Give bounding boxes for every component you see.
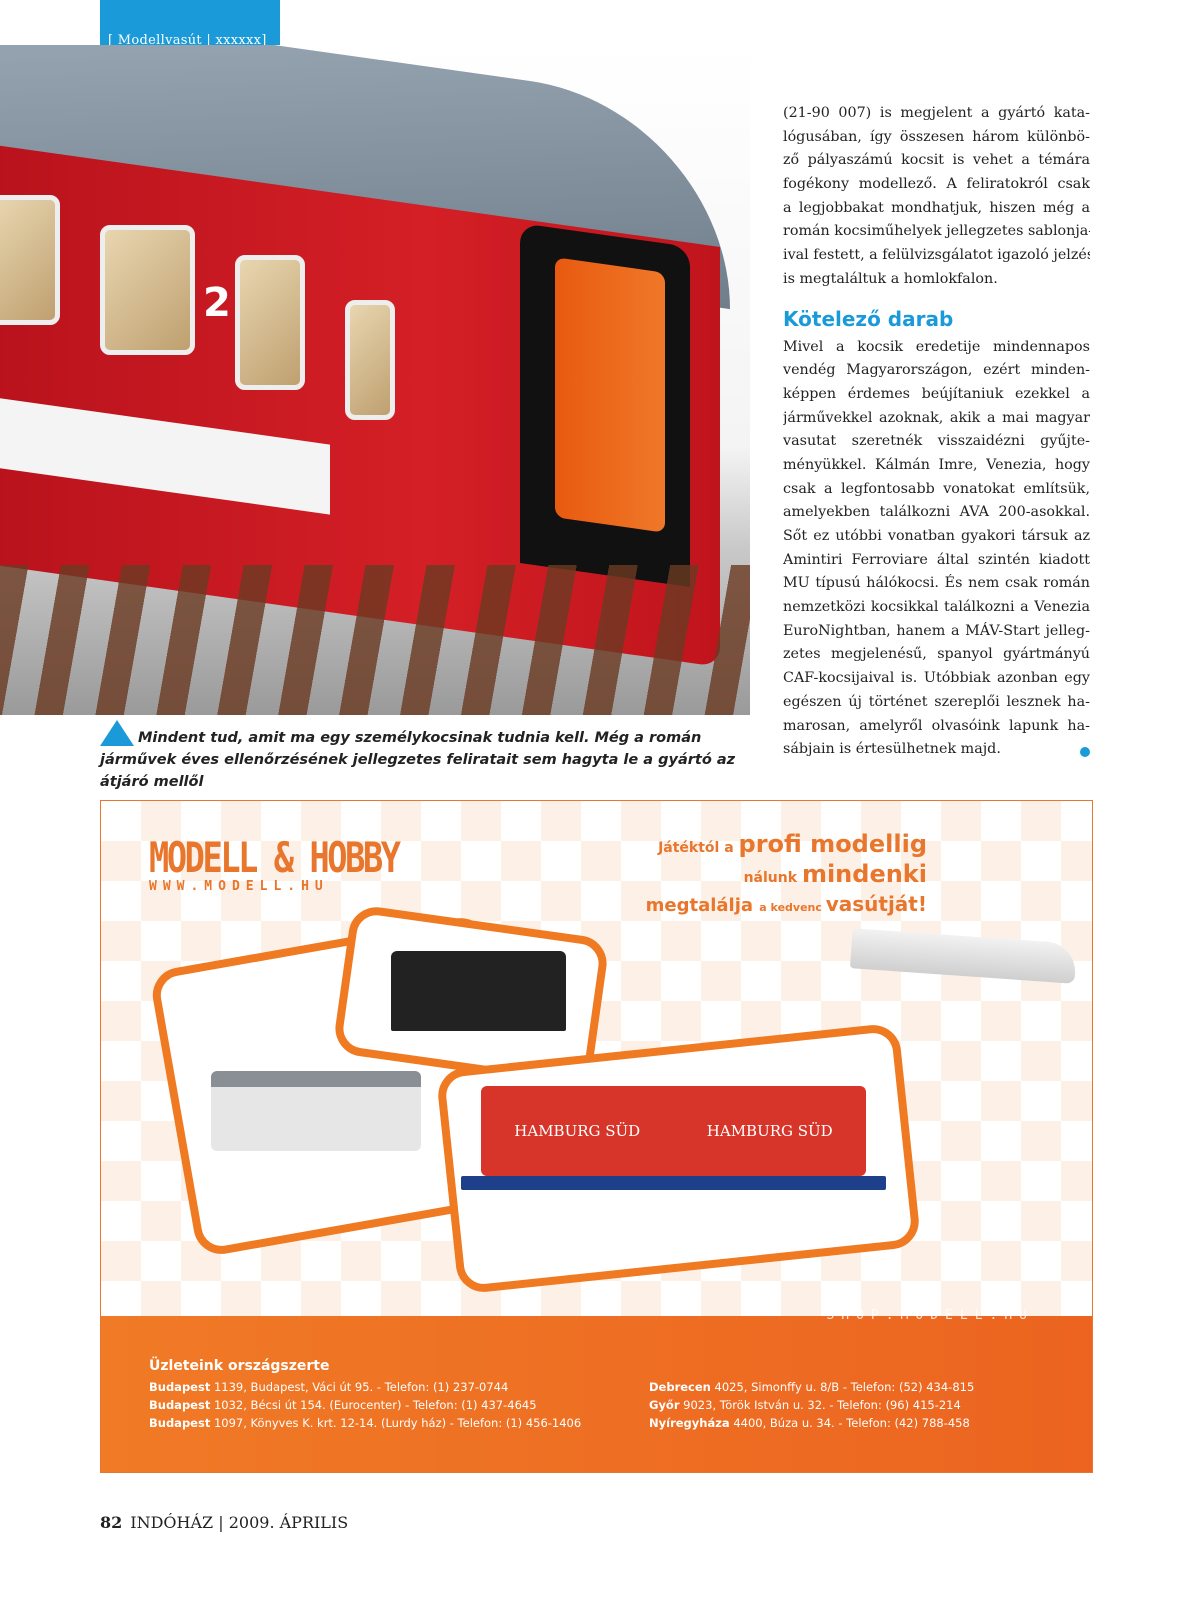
- door-window: [345, 300, 395, 420]
- track: [0, 565, 750, 715]
- store-address: 1139, Budapest, Váci út 95. - Telefon: (…: [210, 1380, 509, 1394]
- slogan-part: Játéktól a: [658, 840, 739, 856]
- store-address: 4400, Búza u. 34. - Telefon: (42) 788-45…: [729, 1416, 970, 1430]
- text-line: ményükkel. Kálmán Imre, Venezia, hogy: [783, 456, 1090, 473]
- store-entry: Budapest 1139, Budapest, Váci út 95. - T…: [149, 1378, 581, 1396]
- shop-url[interactable]: SHOP.MODELL.HU: [826, 1308, 1034, 1323]
- end-mark-icon: [1080, 746, 1090, 757]
- steam-locomotive-image: [391, 951, 566, 1031]
- store-entry: Debrecen 4025, Simonffy u. 8/B - Telefon…: [649, 1378, 974, 1396]
- store-entry: Nyíregyháza 4400, Búza u. 34. - Telefon:…: [649, 1414, 974, 1432]
- slogan-part: mindenki: [801, 860, 927, 888]
- text-line: csak a legfontosabb vonatokat említsük,: [783, 480, 1090, 497]
- article-column: (21-90 007) is megjelent a gyártó kata-l…: [783, 102, 1090, 762]
- triangle-icon: [100, 720, 134, 746]
- gangway-door: [555, 257, 665, 533]
- text-line: ző pályaszámú kocsit is vehet a témára: [783, 152, 1090, 169]
- text-line: képpen érdemes beújítaniuk ezekkel a: [783, 385, 1090, 402]
- slogan-part: a kedvenc: [759, 901, 826, 914]
- text-line: Mivel a kocsik eredetije mindennapos: [783, 338, 1090, 355]
- text-line: MU típusú hálókocsi. És nem csak román: [783, 575, 1090, 592]
- text-line: sábjain is értesülhetnek majd.: [783, 741, 1001, 758]
- store-address: 1032, Bécsi út 154. (Eurocenter) - Telef…: [210, 1398, 537, 1412]
- paragraph-1: (21-90 007) is megjelent a gyártó kata-l…: [783, 102, 1090, 292]
- text-line: (21-90 007) is megjelent a gyártó kata-: [783, 105, 1090, 121]
- text-line: Sőt ez utóbbi vonatban gyakori társuk az: [783, 528, 1090, 544]
- container-label: HAMBURG SÜD: [706, 1122, 833, 1140]
- text-line: román kocsiműhelyek jellegzetes sablonja…: [783, 223, 1090, 240]
- stores-list-right: Debrecen 4025, Simonffy u. 8/B - Telefon…: [649, 1378, 974, 1432]
- store-city: Budapest: [149, 1416, 211, 1430]
- text-line: is megtaláltuk a homlokfalon.: [783, 270, 998, 287]
- issue-date: | 2009. ÁPRILIS: [218, 1513, 349, 1532]
- store-city: Budapest: [149, 1380, 211, 1394]
- text-line: lógusában, így összesen három különbö-: [783, 128, 1090, 145]
- container-wagon-image: HAMBURG SÜD HAMBURG SÜD: [481, 1086, 866, 1176]
- magazine-name: INDÓHÁZ: [130, 1513, 214, 1532]
- store-entry: Budapest 1097, Könyves K. krt. 12-14. (L…: [149, 1414, 581, 1432]
- paragraph-2: Mivel a kocsik eredetije mindennapos vend…: [783, 336, 1090, 762]
- container-label: HAMBURG SÜD: [514, 1122, 641, 1140]
- text-line: járművekkel azoknak, akik a mai magyar: [783, 409, 1090, 426]
- store-address: 4025, Simonffy u. 8/B - Telefon: (52) 43…: [710, 1380, 975, 1394]
- text-line: vasutat szeretnék visszaidézni gyűjte-: [783, 433, 1090, 450]
- page-footer: 82 INDÓHÁZ | 2009. ÁPRILIS: [100, 1513, 348, 1532]
- refrigerator-wagon-image: [211, 1071, 421, 1151]
- ad-logo: MODELL & HOBBY: [149, 833, 401, 882]
- wagon-underframe: [461, 1176, 886, 1190]
- text-line: nemzetközi kocsikkal találkozni a Venezi…: [783, 599, 1090, 616]
- text-line: CAF-kocsijaival is. Utóbbiak azonban egy: [783, 670, 1090, 687]
- window: [100, 225, 195, 355]
- store-city: Debrecen: [649, 1380, 711, 1394]
- text-line: EuroNightban, hanem a MÁV-Start jelleg-: [783, 622, 1090, 639]
- store-address: 9023, Török István u. 32. - Telefon: (96…: [679, 1398, 961, 1412]
- stores-title: Üzleteink országszerte: [149, 1358, 330, 1374]
- window: [0, 195, 60, 325]
- window: [235, 255, 305, 390]
- store-entry: Budapest 1032, Bécsi út 154. (Eurocenter…: [149, 1396, 581, 1414]
- slogan-part: megtalálja: [645, 895, 760, 916]
- store-city: Nyíregyháza: [649, 1416, 730, 1430]
- text-line: Amintiri Ferroviare által szintén kiadot…: [783, 551, 1090, 568]
- class-number: 2: [203, 280, 231, 326]
- text-line: vendég Magyarországon, ezért minden-: [783, 362, 1090, 379]
- ad-slogan: Játéktól a profi modellig nálunk mindenk…: [646, 831, 927, 921]
- page-number: 82: [100, 1513, 123, 1532]
- slogan-part: profi modellig: [738, 830, 927, 858]
- advertisement[interactable]: MODELL & HOBBY WWW.MODELL.HU Játéktól a …: [100, 800, 1093, 1473]
- stores-list-left: Budapest 1139, Budapest, Váci út 95. - T…: [149, 1378, 581, 1432]
- text-line: ival festett, a felülvizsgálatot igazoló…: [783, 247, 1090, 264]
- ad-website: WWW.MODELL.HU: [149, 879, 329, 894]
- text-line: zetes megjelenésű, spanyol gyártmányú: [783, 646, 1090, 663]
- text-line: marosan, amelyről olvasóink lapunk ha-: [783, 717, 1090, 734]
- photo-caption: Mindent tud, amit ma egy személykocsinak…: [100, 720, 750, 793]
- text-line: egészen új történet szereplői lesznek ha…: [783, 693, 1090, 710]
- store-city: Győr: [649, 1398, 680, 1412]
- text-line: amelyekben találkozni AVA 200-asokkal.: [783, 504, 1090, 521]
- slogan-part: vasútját!: [825, 892, 927, 916]
- store-city: Budapest: [149, 1398, 211, 1412]
- store-address: 1097, Könyves K. krt. 12-14. (Lurdy ház)…: [210, 1416, 582, 1430]
- caption-text: Mindent tud, amit ma egy személykocsinak…: [100, 730, 736, 790]
- stores-banner: SHOP.MODELL.HU Üzleteink országszerte Bu…: [101, 1308, 1092, 1472]
- text-line: a legjobbakat mondhatjuk, hiszen még a: [783, 199, 1090, 216]
- coach-photo: 2: [0, 45, 750, 715]
- text-line: fogékony modellező. A feliratokról csak: [783, 176, 1090, 193]
- section-heading: Kötelező darab: [783, 306, 954, 331]
- slogan-part: nálunk: [743, 870, 802, 886]
- store-entry: Győr 9023, Török István u. 32. - Telefon…: [649, 1396, 974, 1414]
- ice-train-image: [849, 928, 1078, 984]
